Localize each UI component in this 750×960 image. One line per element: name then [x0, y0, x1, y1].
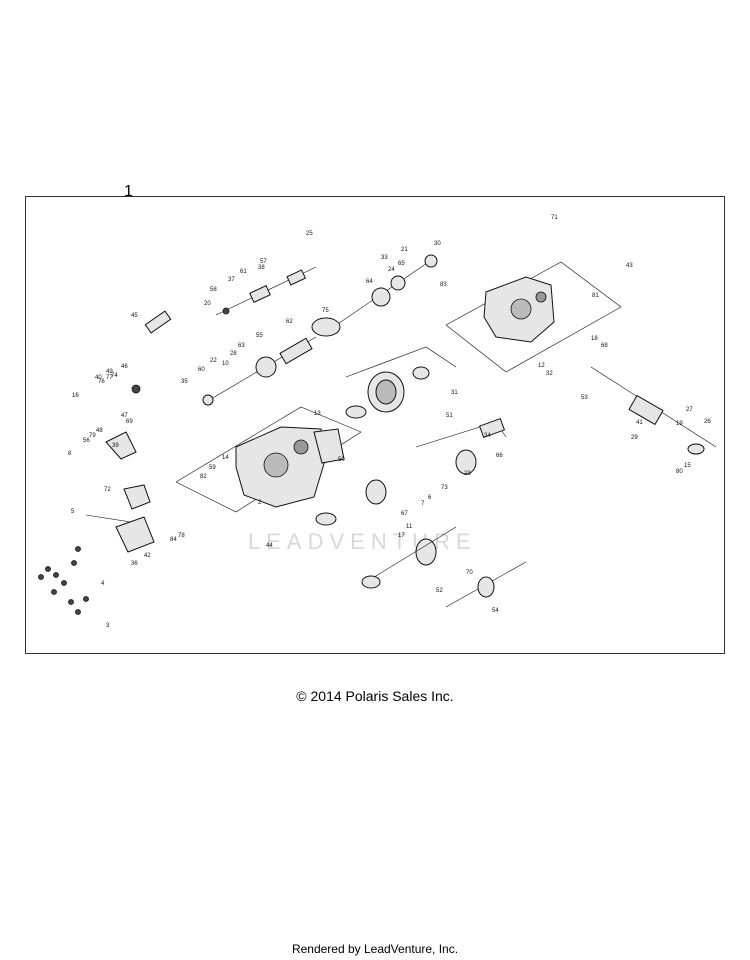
part-label-30: 30	[434, 241, 441, 247]
part-label-16: 16	[72, 393, 79, 399]
part-label-64: 64	[366, 279, 373, 285]
part-label-32: 32	[546, 371, 553, 377]
part-label-26: 26	[704, 419, 711, 425]
part-label-44: 44	[266, 543, 273, 549]
part-label-66: 66	[496, 453, 503, 459]
part-label-81: 81	[592, 293, 599, 299]
shift-fork-assembly	[215, 266, 317, 316]
part-label-22: 22	[210, 358, 217, 364]
diagram-number: 1	[124, 183, 133, 200]
part-label-63: 63	[238, 343, 245, 349]
part-label-50: 50	[338, 457, 345, 463]
part-label-46: 46	[121, 364, 128, 370]
part-label-11: 11	[406, 524, 413, 530]
small-parts-left	[85, 310, 172, 553]
part-label-82: 82	[200, 474, 207, 480]
part-label-47: 47	[121, 413, 128, 419]
part-label-53: 53	[581, 395, 588, 401]
diagram-frame: LEADVENTURE	[25, 196, 725, 654]
part-label-8: 8	[68, 451, 72, 457]
part-label-25: 25	[306, 231, 313, 237]
part-label-34: 34	[484, 433, 491, 439]
part-label-76: 76	[98, 379, 105, 385]
part-label-80: 80	[676, 469, 683, 475]
part-label-75: 75	[322, 308, 329, 314]
part-label-55: 55	[256, 333, 263, 339]
part-label-2: 2	[258, 500, 262, 506]
part-label-10: 10	[222, 361, 229, 367]
part-label-58: 58	[210, 287, 217, 293]
part-label-70: 70	[466, 570, 473, 576]
part-label-83: 83	[440, 282, 447, 288]
part-label-71: 71	[551, 215, 558, 221]
exploded-parts-diagram: LEADVENTURE	[38, 215, 717, 629]
part-label-79: 79	[89, 433, 96, 439]
gear-shaft-top	[311, 254, 438, 337]
part-label-77: 77	[106, 375, 113, 381]
part-label-7: 7	[421, 501, 425, 507]
output-shaft	[590, 366, 717, 455]
part-label-19: 19	[676, 421, 683, 427]
part-label-84: 84	[170, 537, 177, 543]
part-label-65: 65	[398, 261, 405, 267]
part-label-60: 60	[198, 367, 205, 373]
part-label-23: 23	[464, 471, 471, 477]
part-label-38: 38	[258, 265, 265, 271]
part-label-49: 49	[106, 369, 113, 375]
part-label-51: 51	[446, 413, 453, 419]
part-label-56: 56	[83, 438, 90, 444]
part-label-27: 27	[686, 407, 693, 413]
part-label-18: 18	[591, 336, 598, 342]
part-label-13: 13	[314, 411, 321, 417]
part-label-21: 21	[401, 247, 408, 253]
part-label-17: 17	[398, 533, 405, 539]
part-label-54: 54	[492, 608, 499, 614]
part-label-45: 45	[131, 313, 138, 319]
part-label-61: 61	[240, 269, 247, 275]
part-label-37: 37	[228, 277, 235, 283]
pinion-gear	[202, 336, 317, 406]
copyright-text: © 2014 Polaris Sales Inc.	[296, 688, 454, 704]
part-label-41: 41	[636, 420, 643, 426]
watermark-text: LEADVENTURE	[248, 529, 477, 554]
part-label-72: 72	[104, 487, 111, 493]
part-label-3: 3	[106, 623, 110, 629]
part-label-layer: 2345678101112131415161718192021222324252…	[68, 215, 711, 629]
part-label-29: 29	[631, 435, 638, 441]
right-housing	[483, 276, 555, 343]
part-label-40: 40	[95, 375, 102, 381]
part-label-15: 15	[684, 463, 691, 469]
part-label-59: 59	[209, 465, 216, 471]
part-label-57: 57	[260, 259, 267, 265]
part-label-62: 62	[286, 319, 293, 325]
part-label-48: 48	[96, 428, 103, 434]
part-label-24: 24	[388, 267, 395, 273]
part-label-73: 73	[441, 485, 448, 491]
lower-gear-set	[315, 417, 527, 608]
part-label-6: 6	[428, 495, 432, 501]
part-label-78: 78	[178, 533, 185, 539]
part-label-67: 67	[401, 511, 408, 517]
part-label-39: 39	[112, 443, 119, 449]
part-label-14: 14	[222, 455, 229, 461]
part-label-12: 12	[538, 363, 545, 369]
part-label-20: 20	[204, 301, 211, 307]
part-label-42: 42	[144, 553, 151, 559]
part-label-74: 74	[111, 373, 118, 379]
part-label-31: 31	[451, 390, 458, 396]
part-label-68: 68	[601, 343, 608, 349]
part-label-52: 52	[436, 588, 443, 594]
part-label-43: 43	[626, 263, 633, 269]
ring-gear	[345, 366, 430, 419]
part-label-28: 28	[230, 351, 237, 357]
main-gear-case	[235, 426, 345, 508]
part-label-33: 33	[381, 255, 388, 261]
part-label-4: 4	[101, 581, 105, 587]
part-label-35: 35	[181, 379, 188, 385]
part-label-36: 36	[131, 561, 138, 567]
part-label-69: 69	[126, 419, 133, 425]
part-label-5: 5	[71, 509, 75, 515]
bolt-set	[38, 546, 89, 615]
rendered-by-text: Rendered by LeadVenture, Inc.	[291, 942, 459, 956]
